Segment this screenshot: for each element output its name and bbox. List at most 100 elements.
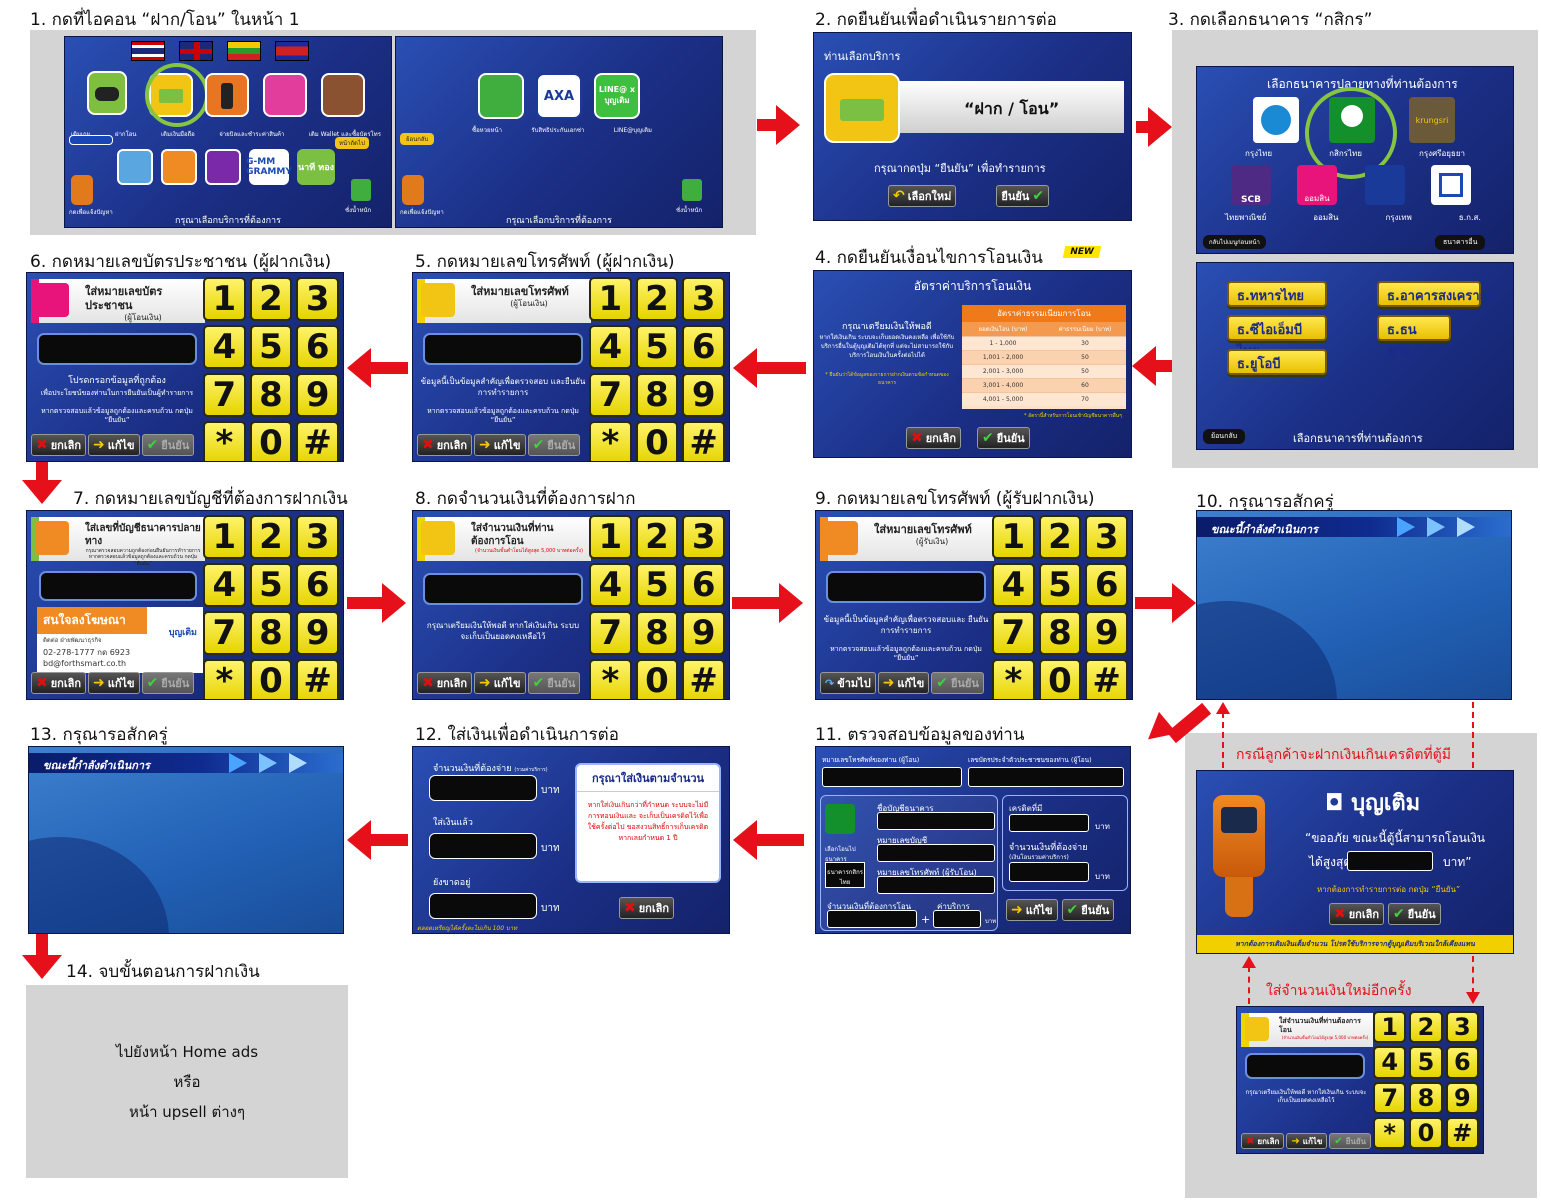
key-5-button[interactable]: 5: [635, 325, 679, 369]
key-0-button[interactable]: 0: [635, 421, 679, 461]
key-8-button[interactable]: 8: [249, 373, 293, 417]
confirm-button[interactable]: ✔ยืนยัน: [1388, 903, 1441, 925]
bank-tbank-button[interactable]: ธ.ธนชาต: [1377, 315, 1451, 359]
help-mascot-icon[interactable]: [71, 175, 93, 205]
scale-icon[interactable]: [351, 179, 371, 201]
edit-button[interactable]: ➜แก้ไข: [88, 672, 140, 694]
id-card-input[interactable]: [37, 333, 197, 365]
confirm-button[interactable]: ✔ยืนยัน: [977, 427, 1030, 449]
key-6-button[interactable]: 6: [1445, 1046, 1479, 1079]
confirm-button[interactable]: ✔ยืนยัน: [527, 434, 581, 456]
bank-cimb-button[interactable]: ธ.ซีไอเอ็มบี ไทย: [1227, 315, 1327, 359]
gold-icon[interactable]: นาที ทอง: [297, 149, 335, 185]
scale-icon[interactable]: [682, 179, 702, 201]
edit-button[interactable]: ➜แก้ไข: [474, 434, 526, 456]
net-package-icon[interactable]: [117, 149, 153, 185]
key-1-button[interactable]: 1: [992, 515, 1035, 559]
key-hash-button[interactable]: #: [1085, 659, 1128, 699]
key-8-button[interactable]: 8: [635, 611, 679, 655]
ktb-logo-icon[interactable]: [1253, 97, 1299, 143]
bbl-logo-icon[interactable]: [1365, 165, 1405, 205]
key-8-button[interactable]: 8: [635, 373, 679, 417]
key-6-button[interactable]: 6: [682, 325, 725, 369]
key-4-button[interactable]: 4: [589, 563, 632, 607]
key-2-button[interactable]: 2: [1038, 515, 1082, 559]
bank-uob-button[interactable]: ธ.ยูโอบี: [1227, 349, 1327, 375]
key-9-button[interactable]: 9: [682, 373, 725, 417]
game-icon[interactable]: [87, 71, 127, 115]
edit-button[interactable]: ➜แก้ไข: [1006, 899, 1058, 921]
key-1-button[interactable]: 1: [203, 515, 246, 559]
key-star-button[interactable]: *: [1373, 1116, 1407, 1149]
phone-input[interactable]: [423, 333, 583, 365]
confirm-button[interactable]: ✔ยืนยัน: [141, 434, 195, 456]
key-9-button[interactable]: 9: [682, 611, 725, 655]
other-products-icon[interactable]: [205, 149, 241, 185]
key-3-button[interactable]: 3: [1445, 1011, 1479, 1044]
key-star-button[interactable]: *: [589, 659, 632, 699]
key-1-button[interactable]: 1: [589, 515, 632, 559]
key-hash-button[interactable]: #: [296, 421, 339, 461]
advertisement-banner[interactable]: สนใจลงโฆษณา ติดต่อ ฝ่ายพัฒนาธุรกิจ 02-27…: [37, 607, 203, 673]
confirm-button[interactable]: ✔ยืนยัน: [931, 672, 984, 694]
cancel-button[interactable]: ✖ยกเลิก: [31, 672, 87, 694]
key-7-button[interactable]: 7: [203, 373, 246, 417]
special-service-icon[interactable]: [161, 149, 197, 185]
cancel-button[interactable]: ✖ยกเลิก: [31, 434, 87, 456]
gsb-logo-icon[interactable]: ออมสิน: [1297, 165, 1337, 205]
key-star-button[interactable]: *: [203, 421, 246, 461]
key-2-button[interactable]: 2: [1409, 1011, 1443, 1044]
cancel-button[interactable]: ✖ยกเลิก: [1241, 1133, 1285, 1149]
mobile-topup-icon[interactable]: [205, 73, 249, 117]
key-7-button[interactable]: 7: [992, 611, 1035, 655]
cancel-button[interactable]: ✖ยกเลิก: [417, 672, 473, 694]
account-number-input[interactable]: [39, 571, 197, 601]
key-9-button[interactable]: 9: [1085, 611, 1128, 655]
edit-button[interactable]: ➜แก้ไข: [877, 672, 930, 694]
line-icon[interactable]: LINE@ x บุญเติม: [594, 73, 640, 119]
key-star-button[interactable]: *: [589, 421, 632, 461]
key-0-button[interactable]: 0: [635, 659, 679, 699]
axa-icon[interactable]: AXA: [536, 73, 582, 119]
key-8-button[interactable]: 8: [249, 611, 293, 655]
key-5-button[interactable]: 5: [1409, 1046, 1443, 1079]
key-hash-button[interactable]: #: [682, 421, 725, 461]
key-1-button[interactable]: 1: [1373, 1011, 1407, 1044]
edit-button[interactable]: ➜แก้ไข: [1286, 1133, 1328, 1149]
key-star-button[interactable]: *: [203, 659, 246, 699]
key-hash-button[interactable]: #: [682, 659, 725, 699]
key-8-button[interactable]: 8: [1038, 611, 1082, 655]
back-home-button[interactable]: กลับไปเมนูก่อนหน้า: [1203, 235, 1266, 249]
key-7-button[interactable]: 7: [1373, 1081, 1407, 1114]
key-5-button[interactable]: 5: [1038, 563, 1082, 607]
key-1-button[interactable]: 1: [203, 277, 246, 321]
lottery-icon[interactable]: [478, 73, 524, 119]
bank-tmb-button[interactable]: ธ.ทหารไทย: [1227, 281, 1327, 307]
key-9-button[interactable]: 9: [296, 373, 339, 417]
key-1-button[interactable]: 1: [589, 277, 632, 321]
key-4-button[interactable]: 4: [992, 563, 1035, 607]
key-9-button[interactable]: 9: [1445, 1081, 1479, 1114]
key-hash-button[interactable]: #: [296, 659, 339, 699]
edit-button[interactable]: ➜แก้ไข: [474, 672, 526, 694]
flag-uk-icon[interactable]: [179, 41, 213, 61]
reselect-button[interactable]: ↶เลือกใหม่: [888, 185, 957, 207]
amount-input[interactable]: [423, 573, 583, 605]
cancel-button[interactable]: ✖ยกเลิก: [417, 434, 473, 456]
key-0-button[interactable]: 0: [1409, 1116, 1443, 1149]
prev-page-button[interactable]: [69, 135, 113, 145]
key-6-button[interactable]: 6: [682, 563, 725, 607]
key-6-button[interactable]: 6: [296, 325, 339, 369]
key-9-button[interactable]: 9: [296, 611, 339, 655]
key-3-button[interactable]: 3: [682, 277, 725, 321]
cancel-button[interactable]: ✖ยกเลิก: [619, 897, 675, 919]
next-page-button[interactable]: หน้าถัดไป: [335, 137, 369, 149]
key-4-button[interactable]: 4: [1373, 1046, 1407, 1079]
cancel-button[interactable]: ✖ยกเลิก: [1329, 903, 1385, 925]
confirm-button[interactable]: ✔ยืนยัน: [1329, 1133, 1371, 1149]
back-button[interactable]: ย้อนกลับ: [1203, 429, 1246, 444]
confirm-button[interactable]: ยืนยัน✔: [996, 185, 1050, 207]
key-3-button[interactable]: 3: [1085, 515, 1128, 559]
key-2-button[interactable]: 2: [635, 277, 679, 321]
baac-logo-icon[interactable]: [1431, 165, 1471, 205]
